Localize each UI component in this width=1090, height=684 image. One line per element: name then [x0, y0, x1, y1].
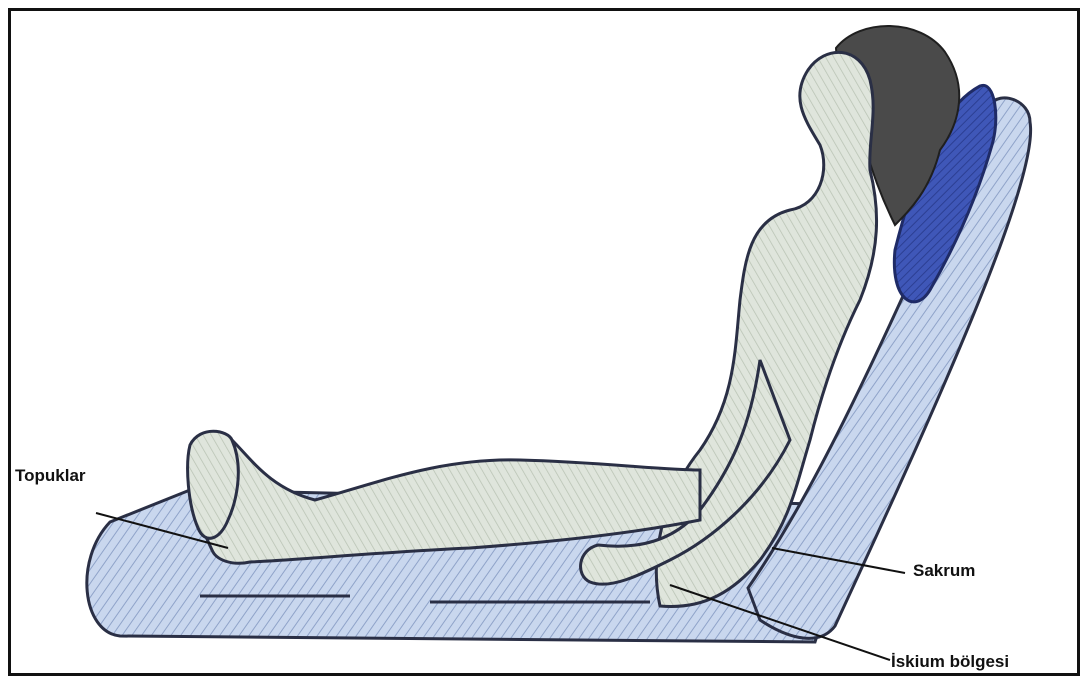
- sacrum-label: Sakrum: [913, 562, 975, 579]
- heels-label: Topuklar: [15, 467, 86, 484]
- ischium-label: İskium bölgesi: [891, 653, 1009, 670]
